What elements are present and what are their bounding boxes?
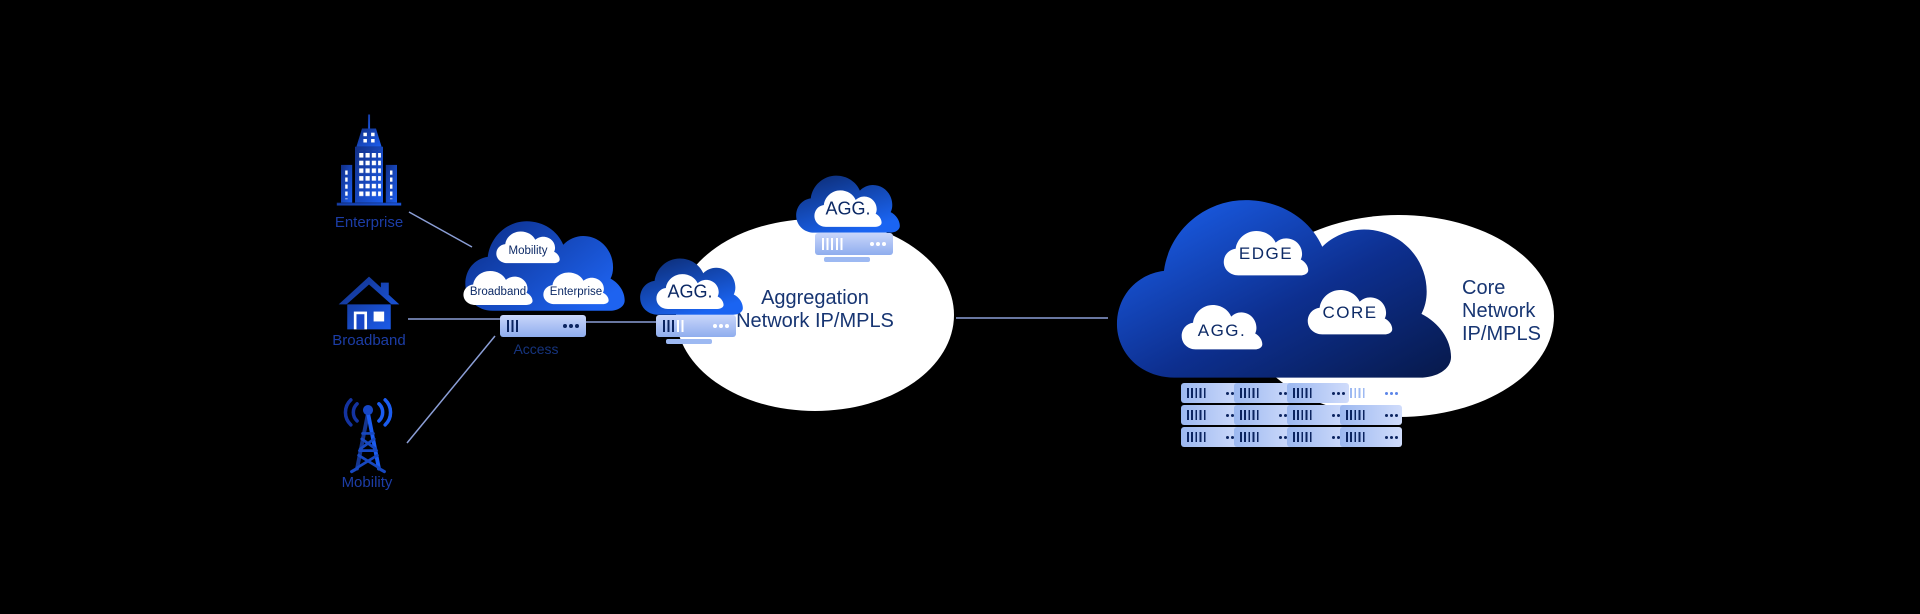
core-edge-label: EDGE (1238, 243, 1294, 263)
server-pedestal (824, 257, 870, 262)
core-agg-label: AGG. (1197, 320, 1247, 340)
server-dots-icon (1226, 413, 1229, 417)
rack-unit (1340, 405, 1402, 425)
rack-unit (1234, 405, 1296, 425)
server-bars-icon (1187, 432, 1207, 442)
access-mobility-cloud: Mobility (495, 225, 561, 265)
source-mobility-label: Mobility (341, 474, 393, 491)
server-dots-icon (563, 324, 567, 328)
server-dots-icon (1332, 435, 1335, 439)
office-building-icon (336, 114, 402, 206)
rack-unit (1287, 405, 1349, 425)
aggregation-title-line2: Network IP/MPLS (736, 310, 894, 332)
access-label: Access (513, 341, 559, 357)
core-core-label: CORE (1322, 302, 1378, 322)
access-mobility-label: Mobility (508, 245, 548, 257)
agg-left-label: AGG. (667, 281, 713, 302)
agg-top-label: AGG. (825, 198, 871, 219)
link-enterprise-access (408, 211, 473, 248)
access-enterprise-label: Enterprise (549, 286, 603, 298)
rack-unit (1234, 383, 1296, 403)
rack-unit (1181, 405, 1243, 425)
server-bars-icon (1293, 388, 1313, 398)
rack-unit (1181, 427, 1243, 447)
core-agg-cloud: AGG. (1180, 296, 1264, 352)
server-dots-icon (713, 324, 717, 328)
house-icon (338, 276, 400, 330)
server-dots-icon (1226, 391, 1229, 395)
agg-top-router (815, 233, 893, 255)
server-dots-icon (1279, 435, 1282, 439)
source-broadband-label: Broadband (332, 332, 406, 349)
agg-left-inner-cloud: AGG. (655, 267, 725, 311)
server-bars-icon (677, 320, 686, 332)
core-title-line2: Network (1462, 300, 1536, 322)
server-bars-icon (1240, 410, 1260, 420)
server-dots-icon (1385, 391, 1388, 395)
server-bars-icon (1346, 410, 1366, 420)
server-pedestal (666, 339, 712, 344)
server-dots-icon (1332, 391, 1335, 395)
server-bars-icon (1293, 432, 1313, 442)
agg-top-inner-cloud: AGG. (813, 183, 883, 229)
link-mobility-access (406, 335, 496, 444)
access-enterprise-cloud: Enterprise (542, 266, 610, 306)
server-bars-icon (663, 320, 677, 332)
rack-unit (1234, 427, 1296, 447)
aggregation-title-line1: Aggregation (761, 287, 869, 309)
server-bars-icon (1293, 410, 1313, 420)
server-dots-icon (1385, 413, 1388, 417)
server-bars-icon (507, 320, 521, 332)
rack-unit (1287, 427, 1349, 447)
server-dots-icon (1279, 391, 1282, 395)
core-edge-cloud: EDGE (1222, 222, 1310, 278)
core-core-cloud: CORE (1306, 281, 1394, 337)
access-router (500, 315, 586, 337)
agg-left-router (656, 315, 736, 337)
server-bars-icon (1346, 388, 1366, 398)
core-title-line1: Core (1462, 277, 1506, 299)
core-title-line3: IP/MPLS (1462, 323, 1541, 345)
server-bars-icon (1346, 432, 1366, 442)
server-dots-icon (1279, 413, 1282, 417)
radio-tower-icon (343, 398, 393, 474)
aggregation-network-title: Aggregation Network IP/MPLS (695, 287, 935, 333)
antenna-dome (362, 404, 374, 416)
server-bars-icon (1187, 410, 1207, 420)
access-broadband-cloud: Broadband (462, 264, 534, 307)
server-dots-icon (1226, 435, 1229, 439)
core-network-title: Core Network IP/MPLS (1462, 277, 1582, 346)
source-enterprise-label: Enterprise (334, 214, 404, 231)
server-bars-icon (1240, 432, 1260, 442)
rack-unit (1340, 427, 1402, 447)
server-dots-icon (870, 242, 874, 246)
rack-unit (1181, 383, 1243, 403)
server-bars-icon (822, 238, 845, 250)
server-dots-icon (1385, 435, 1388, 439)
rack-unit (1287, 383, 1349, 403)
server-bars-icon (1187, 388, 1207, 398)
server-bars-icon (1240, 388, 1260, 398)
rack-unit (1340, 383, 1402, 403)
access-broadband-label: Broadband (469, 285, 527, 298)
server-dots-icon (1332, 413, 1335, 417)
